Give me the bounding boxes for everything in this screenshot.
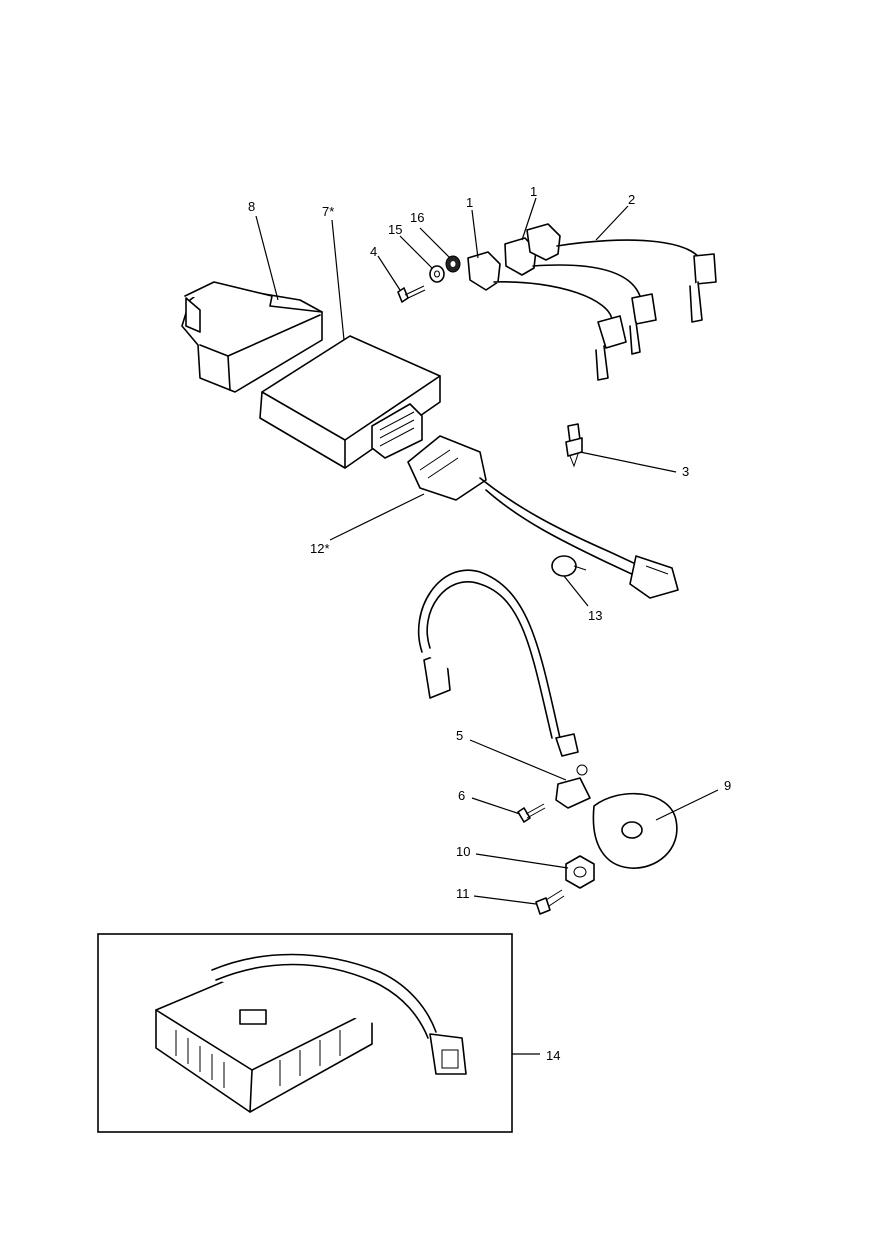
- callout-6: 6: [458, 788, 465, 803]
- part-15-washer: [429, 265, 445, 283]
- callout-14: 14: [546, 1048, 560, 1063]
- callout-1b: 1: [530, 184, 537, 199]
- part-7-control-unit: [259, 335, 441, 469]
- callout-3: 3: [682, 464, 689, 479]
- part-14-igniter-module: [155, 953, 467, 1113]
- part-1-ignition-coils: [467, 223, 561, 291]
- part-16-washer: [445, 255, 461, 273]
- part-6-screw: [517, 803, 546, 823]
- callout-8: 8: [248, 199, 255, 214]
- callout-16: 16: [410, 210, 424, 225]
- callout-5: 5: [456, 728, 463, 743]
- part-9-rotor-plate: [592, 792, 678, 869]
- part-12-wiring-harness: [407, 435, 679, 599]
- part-10-nut: [565, 855, 595, 889]
- callout-15: 15: [388, 222, 402, 237]
- callout-13: 13: [588, 608, 602, 623]
- callout-labels: 8 7* 4 15 16 1 1 2 3 12* 13 5 6 9 10 11 …: [248, 184, 731, 1063]
- callout-1a: 1: [466, 195, 473, 210]
- callout-12: 12*: [310, 541, 330, 556]
- part-3-spark-plug: [565, 423, 583, 468]
- callout-11: 11: [456, 886, 470, 901]
- part-4-bolt: [397, 285, 426, 303]
- part-8-bracket: [181, 281, 323, 393]
- inset-frame: [97, 933, 513, 1133]
- callout-4: 4: [370, 244, 377, 259]
- part-2-plug-leads: [493, 239, 717, 381]
- callout-7: 7*: [322, 204, 334, 219]
- callout-2: 2: [628, 192, 635, 207]
- leader-lines: [255, 197, 719, 1055]
- part-11-bolt: [535, 889, 565, 915]
- callout-10: 10: [456, 844, 470, 859]
- callout-9: 9: [724, 778, 731, 793]
- part-13-cable-clip: [551, 555, 587, 577]
- part-5-pickup-sensor: [417, 569, 591, 809]
